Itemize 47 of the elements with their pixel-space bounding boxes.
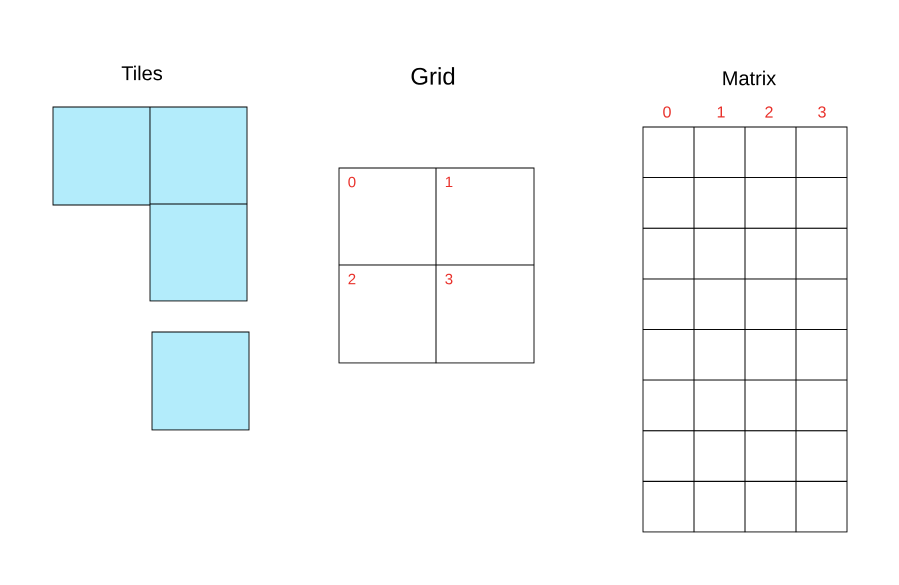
matrix-cell bbox=[796, 380, 848, 432]
matrix-cell bbox=[744, 278, 796, 330]
column-index: 1 bbox=[718, 106, 725, 118]
tile bbox=[152, 332, 250, 430]
matrix-cell bbox=[796, 126, 848, 178]
matrix-cell bbox=[796, 177, 848, 229]
matrix-cell bbox=[642, 177, 694, 229]
grid-cell: 3 bbox=[436, 264, 534, 364]
matrix-cell bbox=[694, 278, 746, 330]
tile bbox=[150, 204, 248, 302]
matrix-cell bbox=[642, 480, 694, 532]
grid-cell: 1 bbox=[436, 168, 534, 266]
matrix-cell bbox=[744, 126, 796, 178]
matrix-cell bbox=[796, 430, 848, 482]
column-index: 2 bbox=[765, 106, 773, 118]
matrix-cell bbox=[642, 228, 694, 280]
matrix-cell bbox=[694, 126, 746, 178]
panel-title: Tiles bbox=[122, 66, 162, 80]
matrix-cell bbox=[796, 228, 848, 280]
matrix-cell bbox=[694, 177, 746, 229]
matrix-cell bbox=[642, 329, 694, 381]
matrix-cell bbox=[796, 480, 848, 532]
matrix-cell bbox=[694, 329, 746, 381]
panel-title: Matrix bbox=[723, 70, 776, 86]
matrix-cell bbox=[694, 480, 746, 532]
matrix-cell bbox=[744, 430, 796, 482]
grid-cell: 2 bbox=[338, 264, 436, 364]
matrix-cell bbox=[744, 177, 796, 229]
matrix-cell bbox=[642, 278, 694, 330]
matrix-cell bbox=[744, 329, 796, 381]
matrix-cell bbox=[744, 228, 796, 280]
matrix-cell bbox=[642, 126, 694, 178]
matrix-cell bbox=[796, 278, 848, 330]
matrix-cell bbox=[744, 480, 796, 532]
matrix-cell bbox=[694, 228, 746, 280]
column-index: 0 bbox=[663, 106, 671, 118]
tile bbox=[150, 106, 248, 204]
matrix-cell bbox=[694, 380, 746, 432]
matrix-cell bbox=[642, 430, 694, 482]
panel-title: Grid bbox=[412, 67, 454, 85]
column-index: 3 bbox=[818, 106, 826, 118]
tile bbox=[52, 106, 150, 206]
grid-cell: 0 bbox=[338, 168, 436, 266]
matrix-cell bbox=[694, 430, 746, 482]
matrix-cell bbox=[796, 329, 848, 381]
matrix-cell bbox=[744, 380, 796, 432]
matrix-cell bbox=[642, 380, 694, 432]
